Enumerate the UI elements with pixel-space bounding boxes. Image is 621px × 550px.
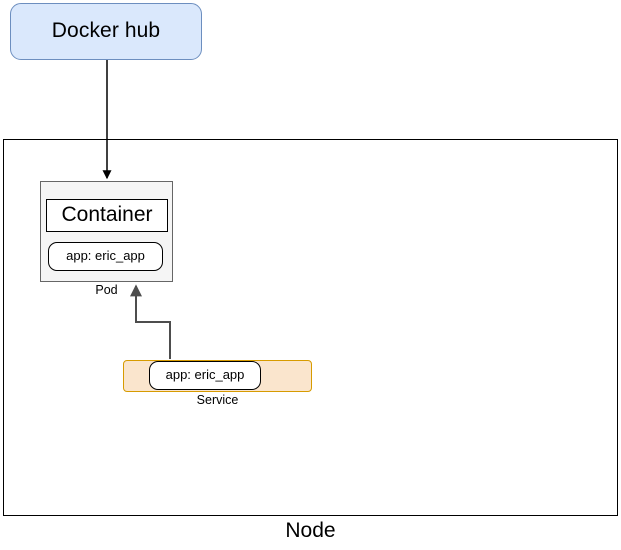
container-label: Container: [61, 203, 153, 227]
node-caption: Node: [285, 519, 336, 542]
service-caption: Service: [196, 393, 239, 407]
pod-selector-label[interactable]: app: eric_app: [48, 242, 163, 271]
pod-caption: Pod: [95, 283, 118, 297]
docker-hub-node[interactable]: Docker hub: [10, 3, 202, 60]
service-selector-text: app: eric_app: [165, 367, 245, 383]
container-node[interactable]: Container: [46, 199, 168, 232]
docker-hub-label: Docker hub: [51, 19, 161, 43]
pod-selector-text: app: eric_app: [66, 248, 145, 264]
service-selector-label[interactable]: app: eric_app: [149, 361, 261, 390]
